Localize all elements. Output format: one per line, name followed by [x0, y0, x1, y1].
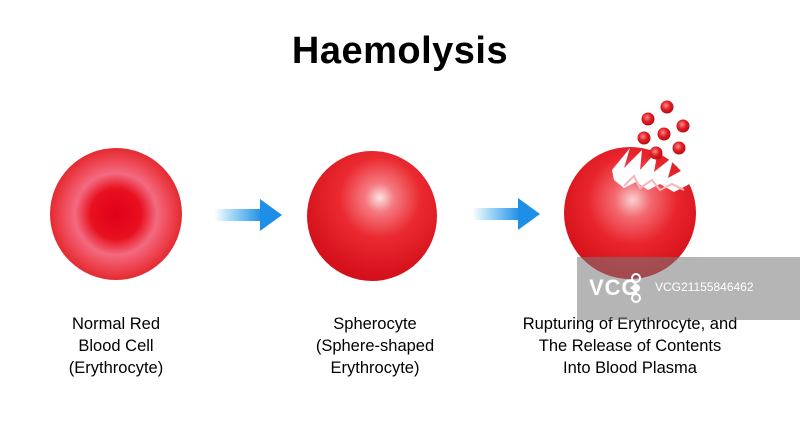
caption-line: Spherocyte	[333, 315, 417, 333]
caption-rupturing: Rupturing of Erythrocyte, and The Releas…	[490, 313, 770, 379]
caption-line: Erythrocyte)	[330, 359, 420, 377]
caption-line: Into Blood Plasma	[563, 359, 697, 377]
watermark-logo: VCG	[589, 275, 640, 301]
particle	[641, 112, 655, 126]
normal-red-blood-cell	[50, 148, 182, 280]
particle	[672, 141, 686, 155]
rupture-tear	[612, 148, 696, 192]
caption-spherocyte: Spherocyte (Sphere-shaped Erythrocyte)	[290, 313, 460, 379]
particle	[657, 127, 671, 141]
arrow-1	[214, 199, 282, 231]
caption-line: Blood Cell	[78, 337, 154, 355]
watermark: VCG VCG21155846462	[577, 257, 800, 320]
caption-line: (Sphere-shaped	[315, 337, 435, 355]
diagram-title: Haemolysis	[291, 30, 509, 72]
particle	[637, 131, 651, 145]
released-contents	[637, 100, 690, 160]
caption-line: Normal Red	[71, 315, 161, 333]
caption-line: (Erythrocyte)	[68, 359, 164, 377]
spherocyte-cell	[307, 151, 437, 281]
caption-normal-cell: Normal Red Blood Cell (Erythrocyte)	[36, 313, 196, 379]
particle	[660, 100, 674, 114]
particle	[649, 146, 663, 160]
caption-line: The Release of Contents	[538, 337, 722, 355]
watermark-eye-icon	[631, 273, 641, 303]
particle	[676, 119, 690, 133]
watermark-logo-text: VCG	[589, 275, 640, 300]
arrow-2	[472, 198, 540, 230]
rupturing-erythrocyte	[564, 147, 696, 279]
watermark-id: VCG21155846462	[655, 280, 754, 294]
